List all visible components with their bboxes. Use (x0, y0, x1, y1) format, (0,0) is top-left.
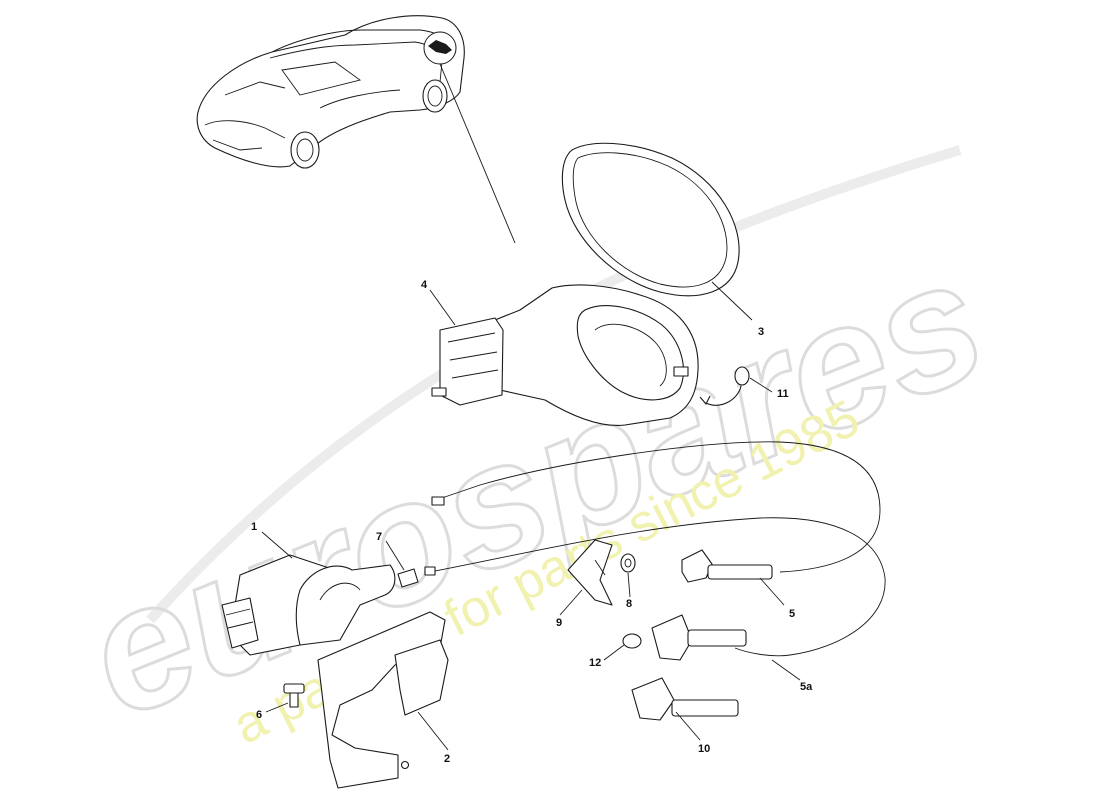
fuel-flap-door (561, 142, 740, 297)
car-overview-drawing (196, 15, 465, 169)
callout-11: 11 (777, 388, 789, 400)
cap-part (622, 633, 642, 649)
fuel-filler-housing (431, 284, 699, 426)
callout-labels: 4 3 11 1 7 9 8 5 12 5a 6 2 10 (251, 279, 813, 765)
callout-1: 1 (251, 521, 257, 533)
callout-2: 2 (444, 753, 450, 765)
release-handle-part (681, 549, 773, 583)
actuator-motor (221, 554, 396, 656)
screw-part (283, 683, 305, 708)
cable-clip-part (397, 568, 419, 588)
release-cable (424, 441, 886, 657)
callout-7: 7 (376, 531, 382, 543)
overview-leader-line (439, 63, 516, 244)
callout-5: 5 (789, 608, 795, 620)
callout-9: 9 (556, 617, 562, 629)
callout-8: 8 (626, 598, 632, 610)
leader-lines (261, 281, 801, 751)
callout-10: 10 (698, 743, 710, 755)
mounting-bracket (317, 611, 449, 789)
watermark: eurospares a passion for parts since 198… (60, 145, 1011, 757)
handle-part (631, 677, 739, 721)
callout-12: 12 (589, 657, 601, 669)
cable-guide-part (567, 539, 613, 606)
release-handle-alt-part (651, 614, 747, 661)
grommet-part (699, 366, 750, 406)
callout-5a: 5a (800, 681, 813, 693)
callout-6: 6 (256, 709, 262, 721)
callout-3: 3 (758, 326, 764, 338)
washer-part (620, 553, 636, 573)
callout-4: 4 (421, 279, 428, 291)
